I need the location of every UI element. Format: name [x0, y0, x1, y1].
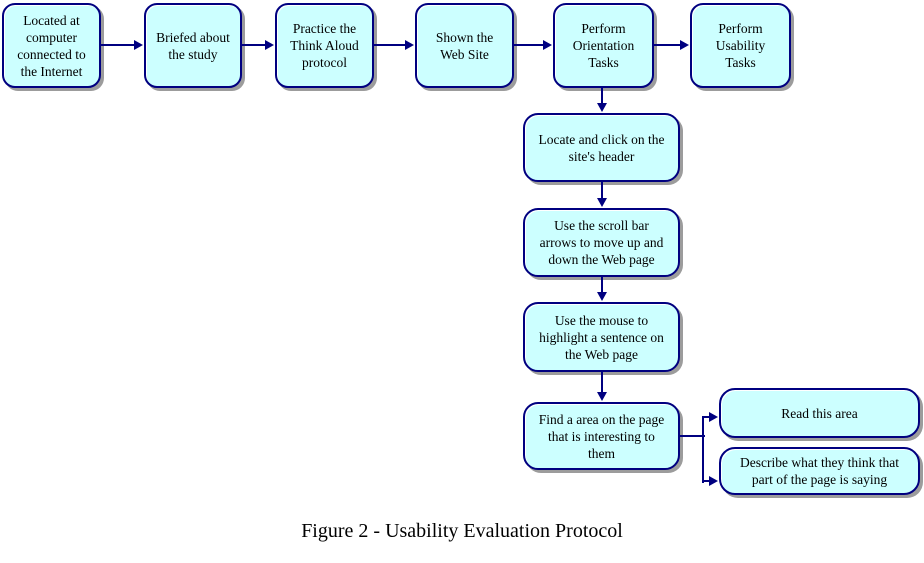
node-located-at-computer: Located at computer connected to the Int…	[2, 3, 101, 88]
arrowhead-right-icon	[265, 40, 274, 50]
connector-line	[601, 277, 603, 293]
arrowhead-right-icon	[405, 40, 414, 50]
connector-line	[703, 416, 710, 418]
node-practice-think-aloud: Practice the Think Aloud protocol	[275, 3, 374, 88]
connector-line	[601, 88, 603, 104]
node-find-interesting-area: Find a area on the page that is interest…	[523, 402, 680, 470]
arrowhead-down-icon	[597, 103, 607, 112]
connector-line	[680, 435, 705, 437]
arrowhead-down-icon	[597, 392, 607, 401]
figure-caption: Figure 2 - Usability Evaluation Protocol	[301, 520, 623, 542]
node-use-scroll-bar: Use the scroll bar arrows to move up and…	[523, 208, 680, 277]
connector-line	[242, 44, 266, 46]
connector-line	[703, 480, 710, 482]
connector-line	[101, 44, 135, 46]
arrowhead-down-icon	[597, 198, 607, 207]
node-locate-click-site-header: Locate and click on the site's header	[523, 113, 680, 182]
arrowhead-right-icon	[134, 40, 143, 50]
node-shown-web-site: Shown the Web Site	[415, 3, 514, 88]
node-perform-usability-tasks: Perform Usability Tasks	[690, 3, 791, 88]
node-describe-page-meaning: Describe what they think that part of th…	[719, 447, 920, 495]
connector-line	[374, 44, 406, 46]
connector-line	[702, 416, 704, 483]
connector-line	[654, 44, 681, 46]
arrowhead-right-icon	[709, 412, 718, 422]
arrowhead-right-icon	[709, 476, 718, 486]
connector-line	[514, 44, 544, 46]
node-use-mouse-highlight: Use the mouse to highlight a sentence on…	[523, 302, 680, 372]
node-read-this-area: Read this area	[719, 388, 920, 438]
node-perform-orientation-tasks: Perform Orientation Tasks	[553, 3, 654, 88]
arrowhead-right-icon	[680, 40, 689, 50]
arrowhead-right-icon	[543, 40, 552, 50]
connector-line	[601, 372, 603, 393]
arrowhead-down-icon	[597, 292, 607, 301]
node-briefed-about-study: Briefed about the study	[144, 3, 242, 88]
connector-line	[601, 182, 603, 199]
